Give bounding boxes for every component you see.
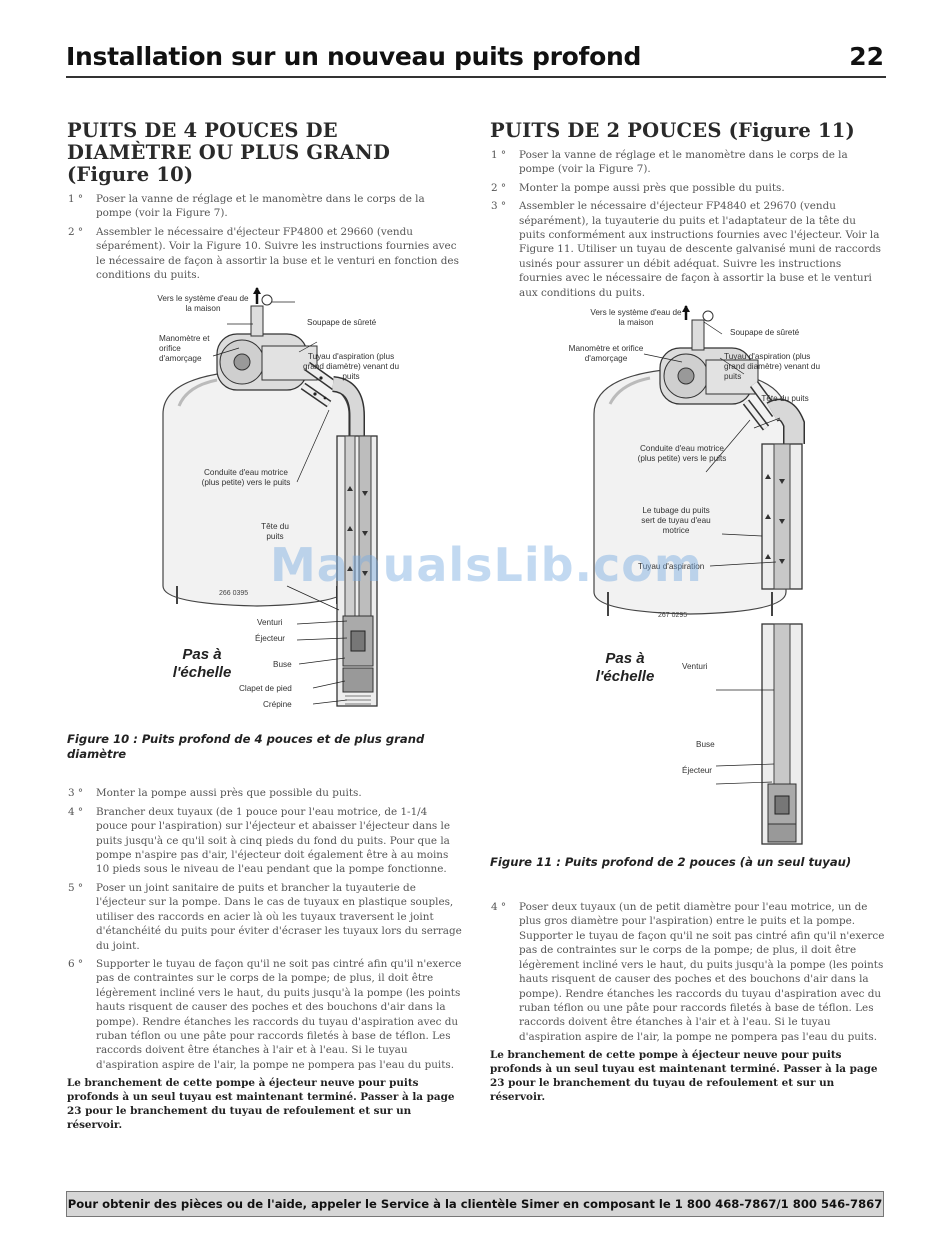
page-header: Installation sur un nouveau puits profon… [66, 42, 886, 78]
label-gauge: Manomètre et orifice d'amorçage [568, 344, 644, 364]
figure-11-caption: Figure 11 : Puits profond de 2 pouces (à… [490, 855, 852, 870]
label-strainer: Crépine [263, 700, 292, 710]
step-number: 3 ° [68, 787, 84, 800]
footer-bar: Pour obtenir des pièces ou de l'aide, ap… [66, 1191, 884, 1217]
watermark: ManualsLib.com [270, 538, 703, 592]
label-foot-valve: Clapet de pied [239, 684, 292, 694]
step-text: Poser un joint sanitaire de puits et bra… [96, 881, 462, 952]
right-conclusion: Le branchement de cette pompe à éjecteur… [490, 1049, 878, 1104]
label-house: Vers le système d'eau de la maison [590, 308, 682, 328]
step-text: Monter la pompe aussi près que possible … [519, 181, 785, 194]
list-item: 5 ° Poser un joint sanitaire de puits et … [67, 881, 462, 953]
label-safety-valve: Soupape de sûreté [730, 328, 800, 338]
label-suction-pipe: Tuyau d'aspiration [638, 562, 705, 572]
label-ejector: Éjecteur [255, 634, 286, 644]
list-item: 4 ° Brancher deux tuyaux (de 1 pouce pour… [67, 805, 462, 877]
step-text: Poser la vanne de réglage et le manomètr… [96, 193, 425, 220]
figure-10-caption: Figure 10 : Puits profond de 4 pouces et… [67, 732, 425, 762]
step-number: 6 ° [68, 957, 84, 970]
step-number: 5 ° [68, 881, 84, 894]
list-item: 2 ° Assembler le nécessaire d'éjecteur FP… [67, 225, 462, 283]
step-number: 4 ° [68, 805, 84, 818]
list-item: 1 ° Poser la vanne de réglage et le manom… [67, 192, 462, 221]
label-suction: Tuyau d'aspiration (plus grand diamètre)… [724, 352, 821, 382]
label-casing: Le tubage du puits sert de tuyau d'eau m… [641, 506, 711, 536]
label-drive: Conduite d'eau motrice (plus petite) ver… [637, 444, 727, 464]
left-steps-top: 1 ° Poser la vanne de réglage et le manom… [67, 192, 462, 282]
step-text: Assembler le nécessaire d'éjecteur FP484… [519, 200, 881, 299]
label-well-head: Tête du puits [261, 522, 289, 542]
step-text: Supporter le tuyau de façon qu'il ne soi… [96, 957, 462, 1071]
figure-number: 266 0395 [219, 590, 249, 598]
left-heading: PUITS DE 4 POUCES DE DIAMÈTRE OU PLUS GR… [67, 119, 391, 186]
step-text: Monter la pompe aussi près que possible … [96, 787, 362, 800]
figure-10-drawing [162, 287, 378, 708]
page-number: 22 [849, 42, 884, 71]
step-number: 1 ° [491, 149, 507, 161]
list-item: 6 ° Supporter le tuyau de façon qu'il ne … [67, 957, 462, 1072]
label-venturi: Venturi [682, 662, 708, 672]
step-number: 1 ° [68, 193, 84, 205]
figure-11-drawing [593, 305, 805, 845]
label-gauge: Manomètre et orifice d'amorçage [159, 334, 210, 364]
list-item: 2 ° Monter la pompe aussi près que possib… [490, 181, 885, 195]
scale-note: Pas à l'échelle [595, 650, 655, 686]
step-number: 2 ° [491, 181, 507, 194]
list-item: 3 ° Assembler le nécessaire d'éjecteur FP… [490, 199, 885, 300]
right-steps-top: 1 ° Poser la vanne de réglage et le manom… [490, 148, 885, 300]
left-column: PUITS DE 4 POUCES DE DIAMÈTRE OU PLUS GR… [67, 120, 462, 1132]
list-item: 4 ° Poser deux tuyaux (un de petit diamèt… [490, 900, 885, 1044]
footer-text: Pour obtenir des pièces ou de l'aide, ap… [67, 1197, 883, 1211]
label-house: Vers le système d'eau de la maison [157, 294, 249, 314]
left-conclusion: Le branchement de cette pompe à éjecteur… [67, 1077, 455, 1132]
list-item: 3 ° Monter la pompe aussi près que possib… [67, 786, 462, 800]
label-suction: Tuyau d'aspiration (plus grand diamètre)… [302, 352, 400, 382]
step-number: 3 ° [491, 200, 507, 213]
label-well-head: Tête du puits [761, 394, 809, 404]
label-drive: Conduite d'eau motrice (plus petite) ver… [201, 468, 291, 488]
step-text: Assembler le nécessaire d'éjecteur FP480… [96, 225, 459, 282]
figure-10: Vers le système d'eau de la maison Soupa… [67, 286, 462, 726]
step-text: Brancher deux tuyaux (de 1 pouce pour l'… [96, 805, 451, 876]
step-number: 4 ° [491, 901, 507, 914]
scale-note: Pas à l'échelle [172, 646, 232, 682]
step-number: 2 ° [68, 225, 84, 238]
right-heading: PUITS DE 2 POUCES (Figure 11) [490, 119, 855, 142]
list-item: 1 ° Poser la vanne de réglage et le manom… [490, 148, 885, 177]
right-column: PUITS DE 2 POUCES (Figure 11) 1 ° Poser l… [490, 120, 885, 1104]
step-text: Poser deux tuyaux (un de petit diamètre … [519, 901, 885, 1043]
left-steps-bottom: 3 ° Monter la pompe aussi près que possib… [67, 786, 462, 1072]
right-steps-bottom: 4 ° Poser deux tuyaux (un de petit diamèt… [490, 900, 885, 1044]
label-nozzle: Buse [273, 660, 292, 670]
label-ejector: Éjecteur [682, 766, 713, 776]
label-safety-valve: Soupape de sûreté [307, 318, 377, 328]
label-venturi: Venturi [257, 618, 283, 628]
step-text: Poser la vanne de réglage et le manomètr… [519, 149, 848, 176]
figure-11: Vers le système d'eau de la maison Soupa… [490, 304, 885, 849]
page-title: Installation sur un nouveau puits profon… [66, 42, 642, 71]
label-nozzle: Buse [696, 740, 715, 750]
figure-number: 267 0295 [658, 612, 688, 620]
